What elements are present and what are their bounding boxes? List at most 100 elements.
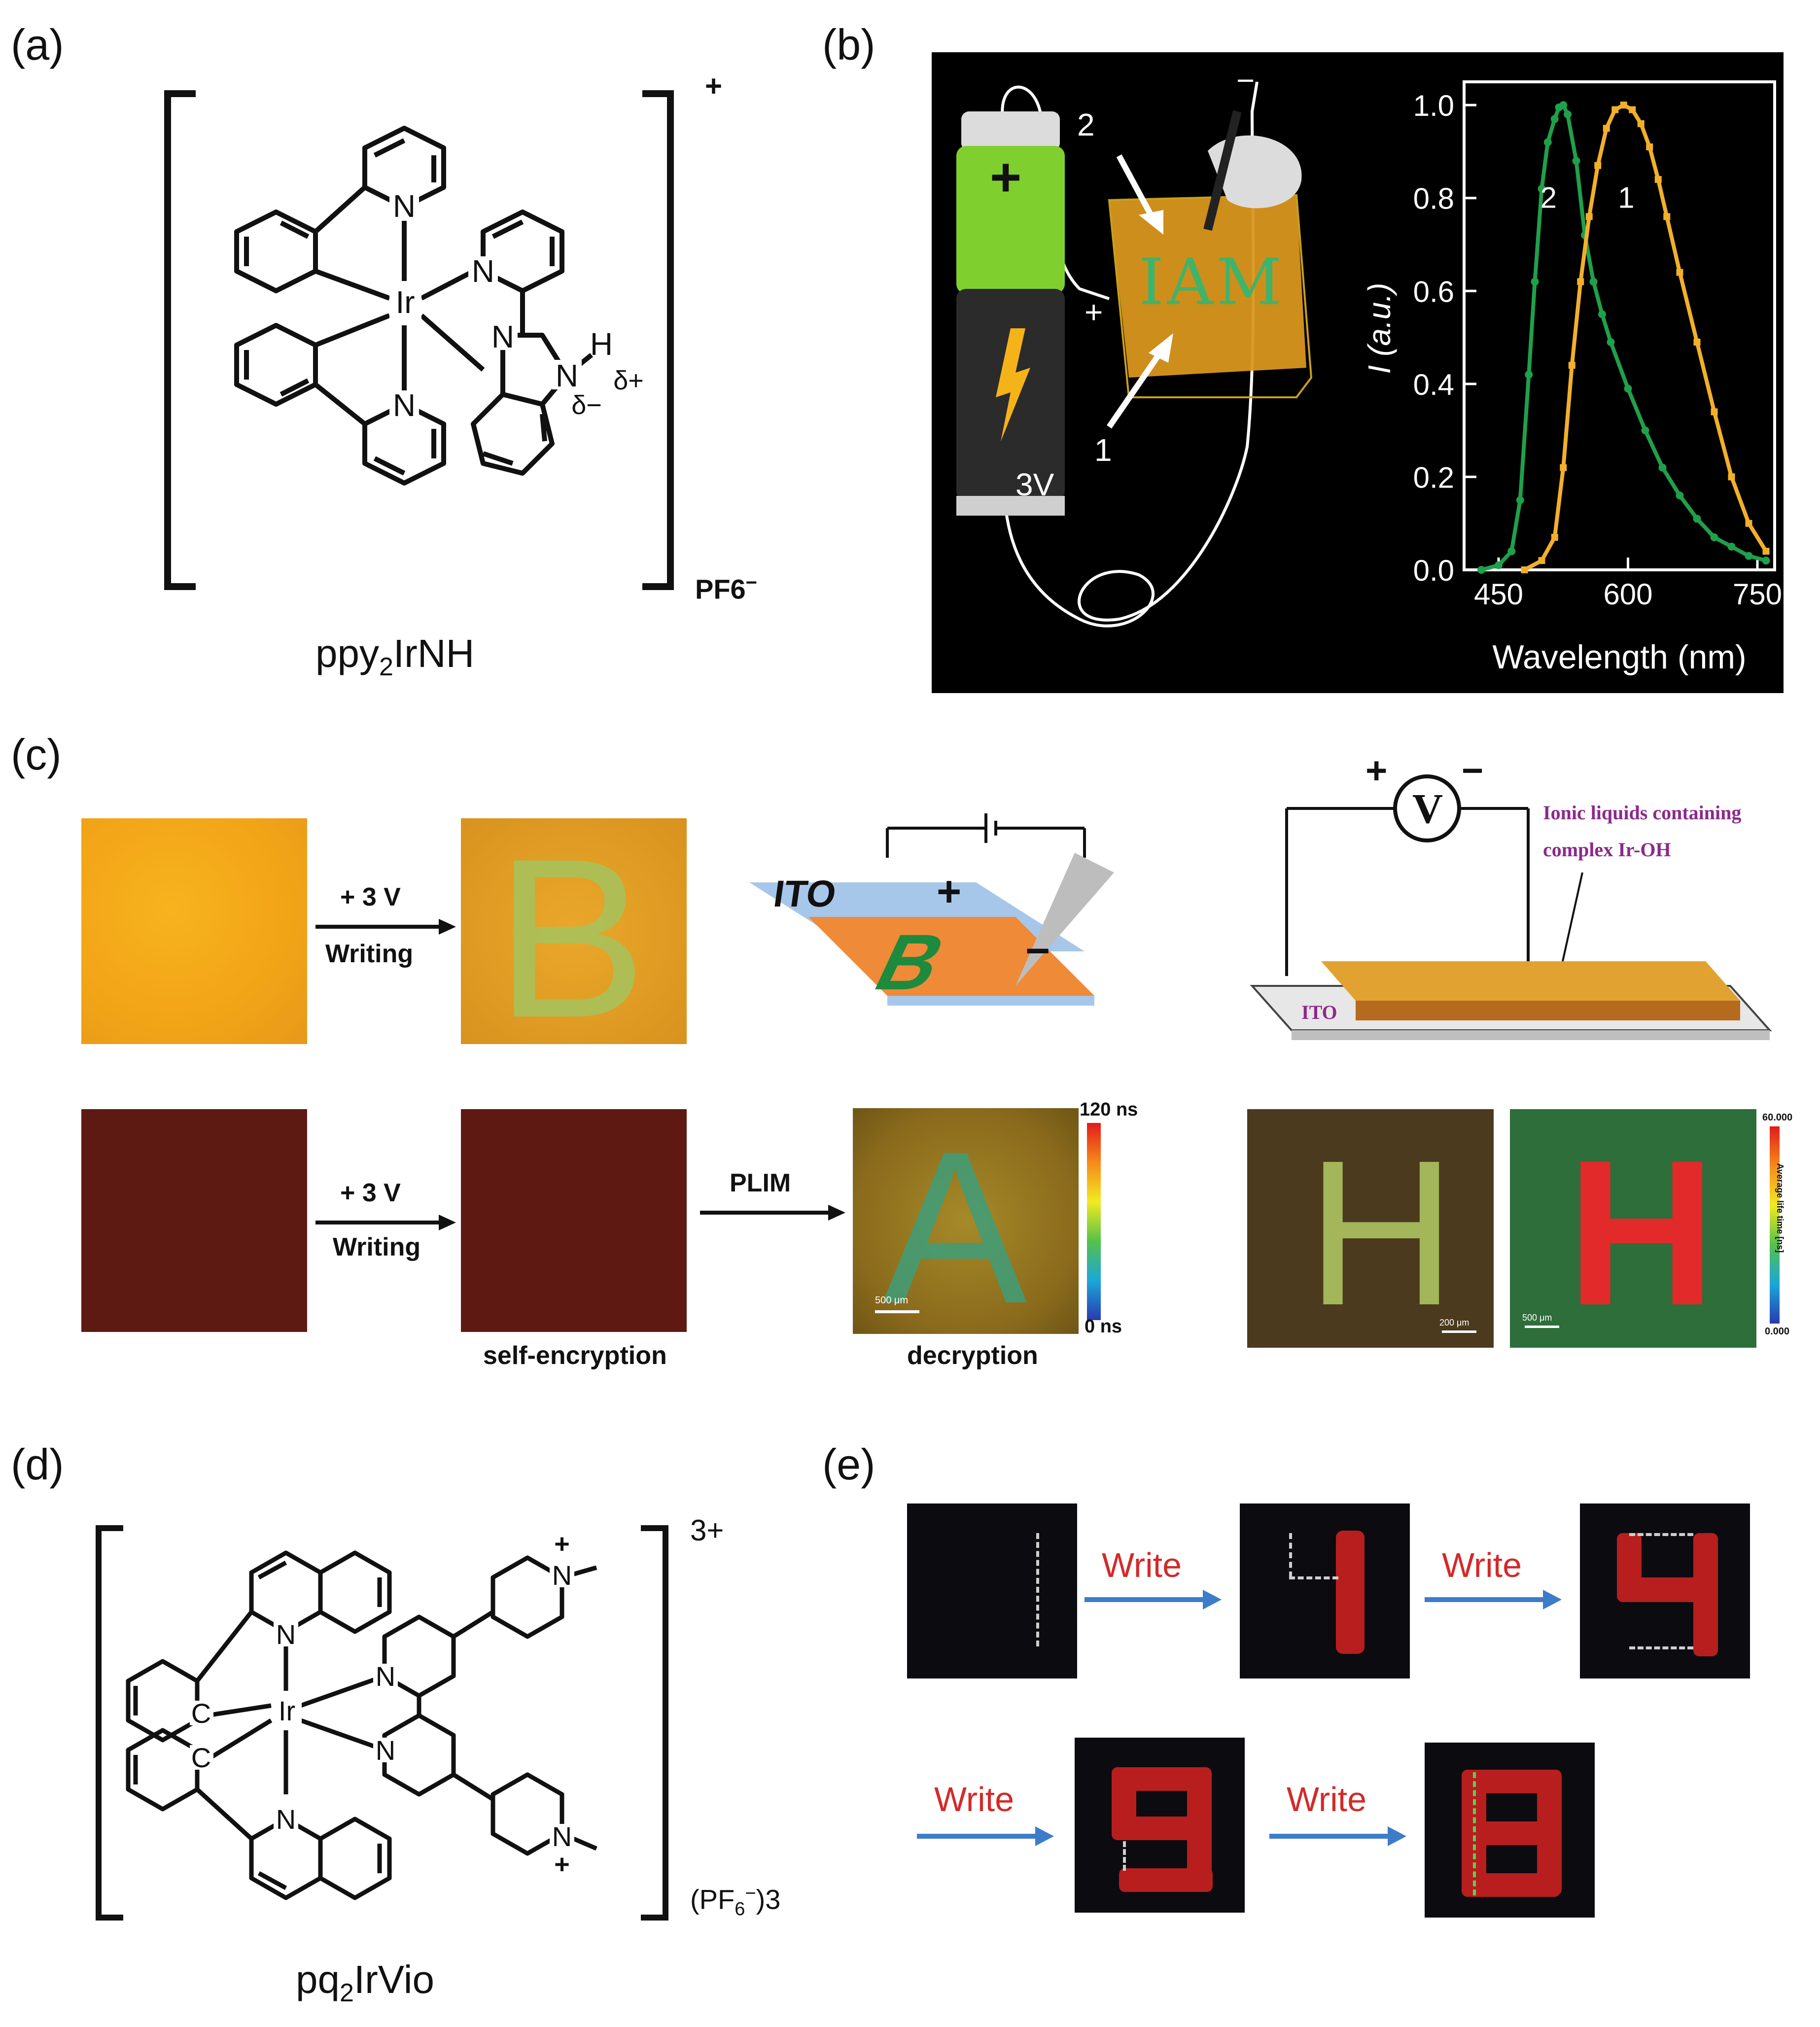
atom-h: H <box>590 326 613 362</box>
write-arrow-4 <box>1269 1826 1406 1846</box>
atom-c: C <box>191 1742 211 1773</box>
y-tick-label: 0.0 <box>1413 554 1454 587</box>
lifetime-letter-h: H <box>1567 1118 1716 1349</box>
caption-self-encryption: self-encryption <box>483 1341 667 1370</box>
series-point-1 <box>1629 106 1636 113</box>
counterion-post: )3 <box>756 1884 781 1915</box>
series-point-2 <box>1607 338 1615 346</box>
series-point-2 <box>1531 278 1539 286</box>
atom-n: N <box>376 1661 395 1692</box>
arrow-label-1: 1 <box>1094 432 1112 468</box>
written-letter-b: B <box>495 812 647 1065</box>
series-point-1 <box>1637 120 1645 127</box>
guide-dash <box>1473 1772 1476 1895</box>
decrypted-letter-a: A <box>882 1107 1027 1349</box>
panel-a-label: (a) <box>11 20 64 69</box>
series-point-2 <box>1550 115 1559 123</box>
counterion-text: PF6 <box>695 573 746 605</box>
series-point-1 <box>1560 464 1567 471</box>
film-before-writing <box>81 818 307 1044</box>
series-point-2 <box>1762 557 1770 565</box>
atom-n: N <box>491 319 514 354</box>
series-point-1 <box>1620 102 1627 109</box>
atom-n: N <box>376 1735 395 1766</box>
series-point-2 <box>1516 496 1524 504</box>
y-tick-label: 1.0 <box>1413 89 1454 122</box>
colorbar-top-label: 120 ns <box>1080 1099 1138 1120</box>
circuit-voltmeter: V <box>1412 785 1443 832</box>
series-point-2 <box>1598 310 1606 318</box>
guide-dash <box>1629 1646 1693 1649</box>
series-point-2 <box>1507 547 1516 556</box>
atom-n: N <box>393 188 416 224</box>
ito-label: ITO <box>771 873 839 915</box>
stroke-bottom <box>1462 1873 1560 1897</box>
series-point-2 <box>1525 371 1533 379</box>
counterion-sub: 6 <box>735 1898 745 1920</box>
circuit-minus: − <box>1462 750 1484 792</box>
wire-minus: − <box>1236 63 1255 98</box>
panel-e-label: (e) <box>822 1440 875 1489</box>
ionic-liquid-label-1: Ionic liquids containing <box>1543 802 1742 824</box>
atom-ir: Ir <box>395 284 415 320</box>
delta-minus: δ− <box>571 390 602 420</box>
arrow-label-2: 2 <box>1077 107 1095 142</box>
series-point-2 <box>1727 542 1736 551</box>
arrow1-writing: Writing <box>325 940 414 968</box>
arrow1-voltage: + 3 V <box>340 883 401 911</box>
compound-name-post: IrNH <box>393 631 475 675</box>
panel-a-counterion: PF6− <box>695 572 757 605</box>
series-point-2 <box>1624 384 1632 393</box>
circuit-plus: + <box>1365 750 1388 792</box>
write-label-4: Write <box>1287 1780 1367 1818</box>
arrow-plim-label: PLIM <box>730 1169 791 1197</box>
series-point-1 <box>1551 534 1558 541</box>
stroke-vertical <box>1336 1531 1365 1654</box>
compound-name-pre: pq <box>296 1957 340 2001</box>
atom-n: N <box>552 1821 572 1852</box>
charge-plus: + <box>554 1850 570 1879</box>
series-line-2 <box>1480 102 1767 572</box>
compound-name-post: IrVio <box>353 1957 434 2001</box>
compound-name-pre: ppy <box>315 631 379 675</box>
guide-dash <box>1629 1533 1693 1536</box>
series-point-2 <box>1572 157 1580 165</box>
written-text: IAM <box>1139 245 1285 319</box>
series-point-1 <box>1611 106 1619 113</box>
dark-film-before <box>81 1109 307 1332</box>
atom-n: N <box>393 387 416 423</box>
h-luminescence-image: H 200 μm <box>1247 1109 1494 1349</box>
panel-d-charge: 3+ <box>690 1514 724 1547</box>
series-point-1 <box>1521 566 1528 573</box>
series-point-2 <box>1495 561 1503 569</box>
ionic-liquid-label-2: complex Ir-OH <box>1543 839 1671 861</box>
digit-frame-9 <box>1075 1738 1245 1913</box>
write-label-2: Write <box>1442 1546 1522 1584</box>
panel-c-label: (c) <box>11 730 62 779</box>
lifetime-colorbar <box>1770 1126 1780 1324</box>
series-point-1 <box>1693 339 1701 346</box>
series-point-1 <box>1654 176 1662 183</box>
write-arrow-1 <box>1085 1590 1222 1609</box>
guide-dash <box>1289 1576 1338 1579</box>
atom-n: N <box>552 1560 572 1591</box>
x-tick-label: 750 <box>1733 578 1782 611</box>
ito-label-2: ITO <box>1301 1001 1337 1023</box>
colorbar-bottom-label: 0 ns <box>1085 1316 1122 1337</box>
guide-dash <box>1036 1533 1039 1646</box>
series-point-1 <box>1711 408 1718 416</box>
x-axis-label: Wavelength (nm) <box>1492 638 1746 676</box>
y-tick-label: 0.6 <box>1413 275 1454 308</box>
h-lifetime-image: H 500 μm <box>1510 1109 1756 1349</box>
battery-plus: + <box>990 147 1022 208</box>
panel-d-compound-name: pq2IrVio <box>296 1957 434 2008</box>
panel-a-structure: Ir N N N N N H δ+ δ− <box>164 90 674 590</box>
series-point-1 <box>1568 362 1575 369</box>
panel-d-label: (d) <box>11 1440 64 1489</box>
arrow2-writing: Writing <box>333 1233 421 1261</box>
series-point-2 <box>1538 184 1546 193</box>
luminescent-letter-h: H <box>1306 1118 1456 1349</box>
series-point-1 <box>1745 520 1752 527</box>
panel-d-structure: Ir N N C C N N N + N + <box>96 1525 668 1921</box>
